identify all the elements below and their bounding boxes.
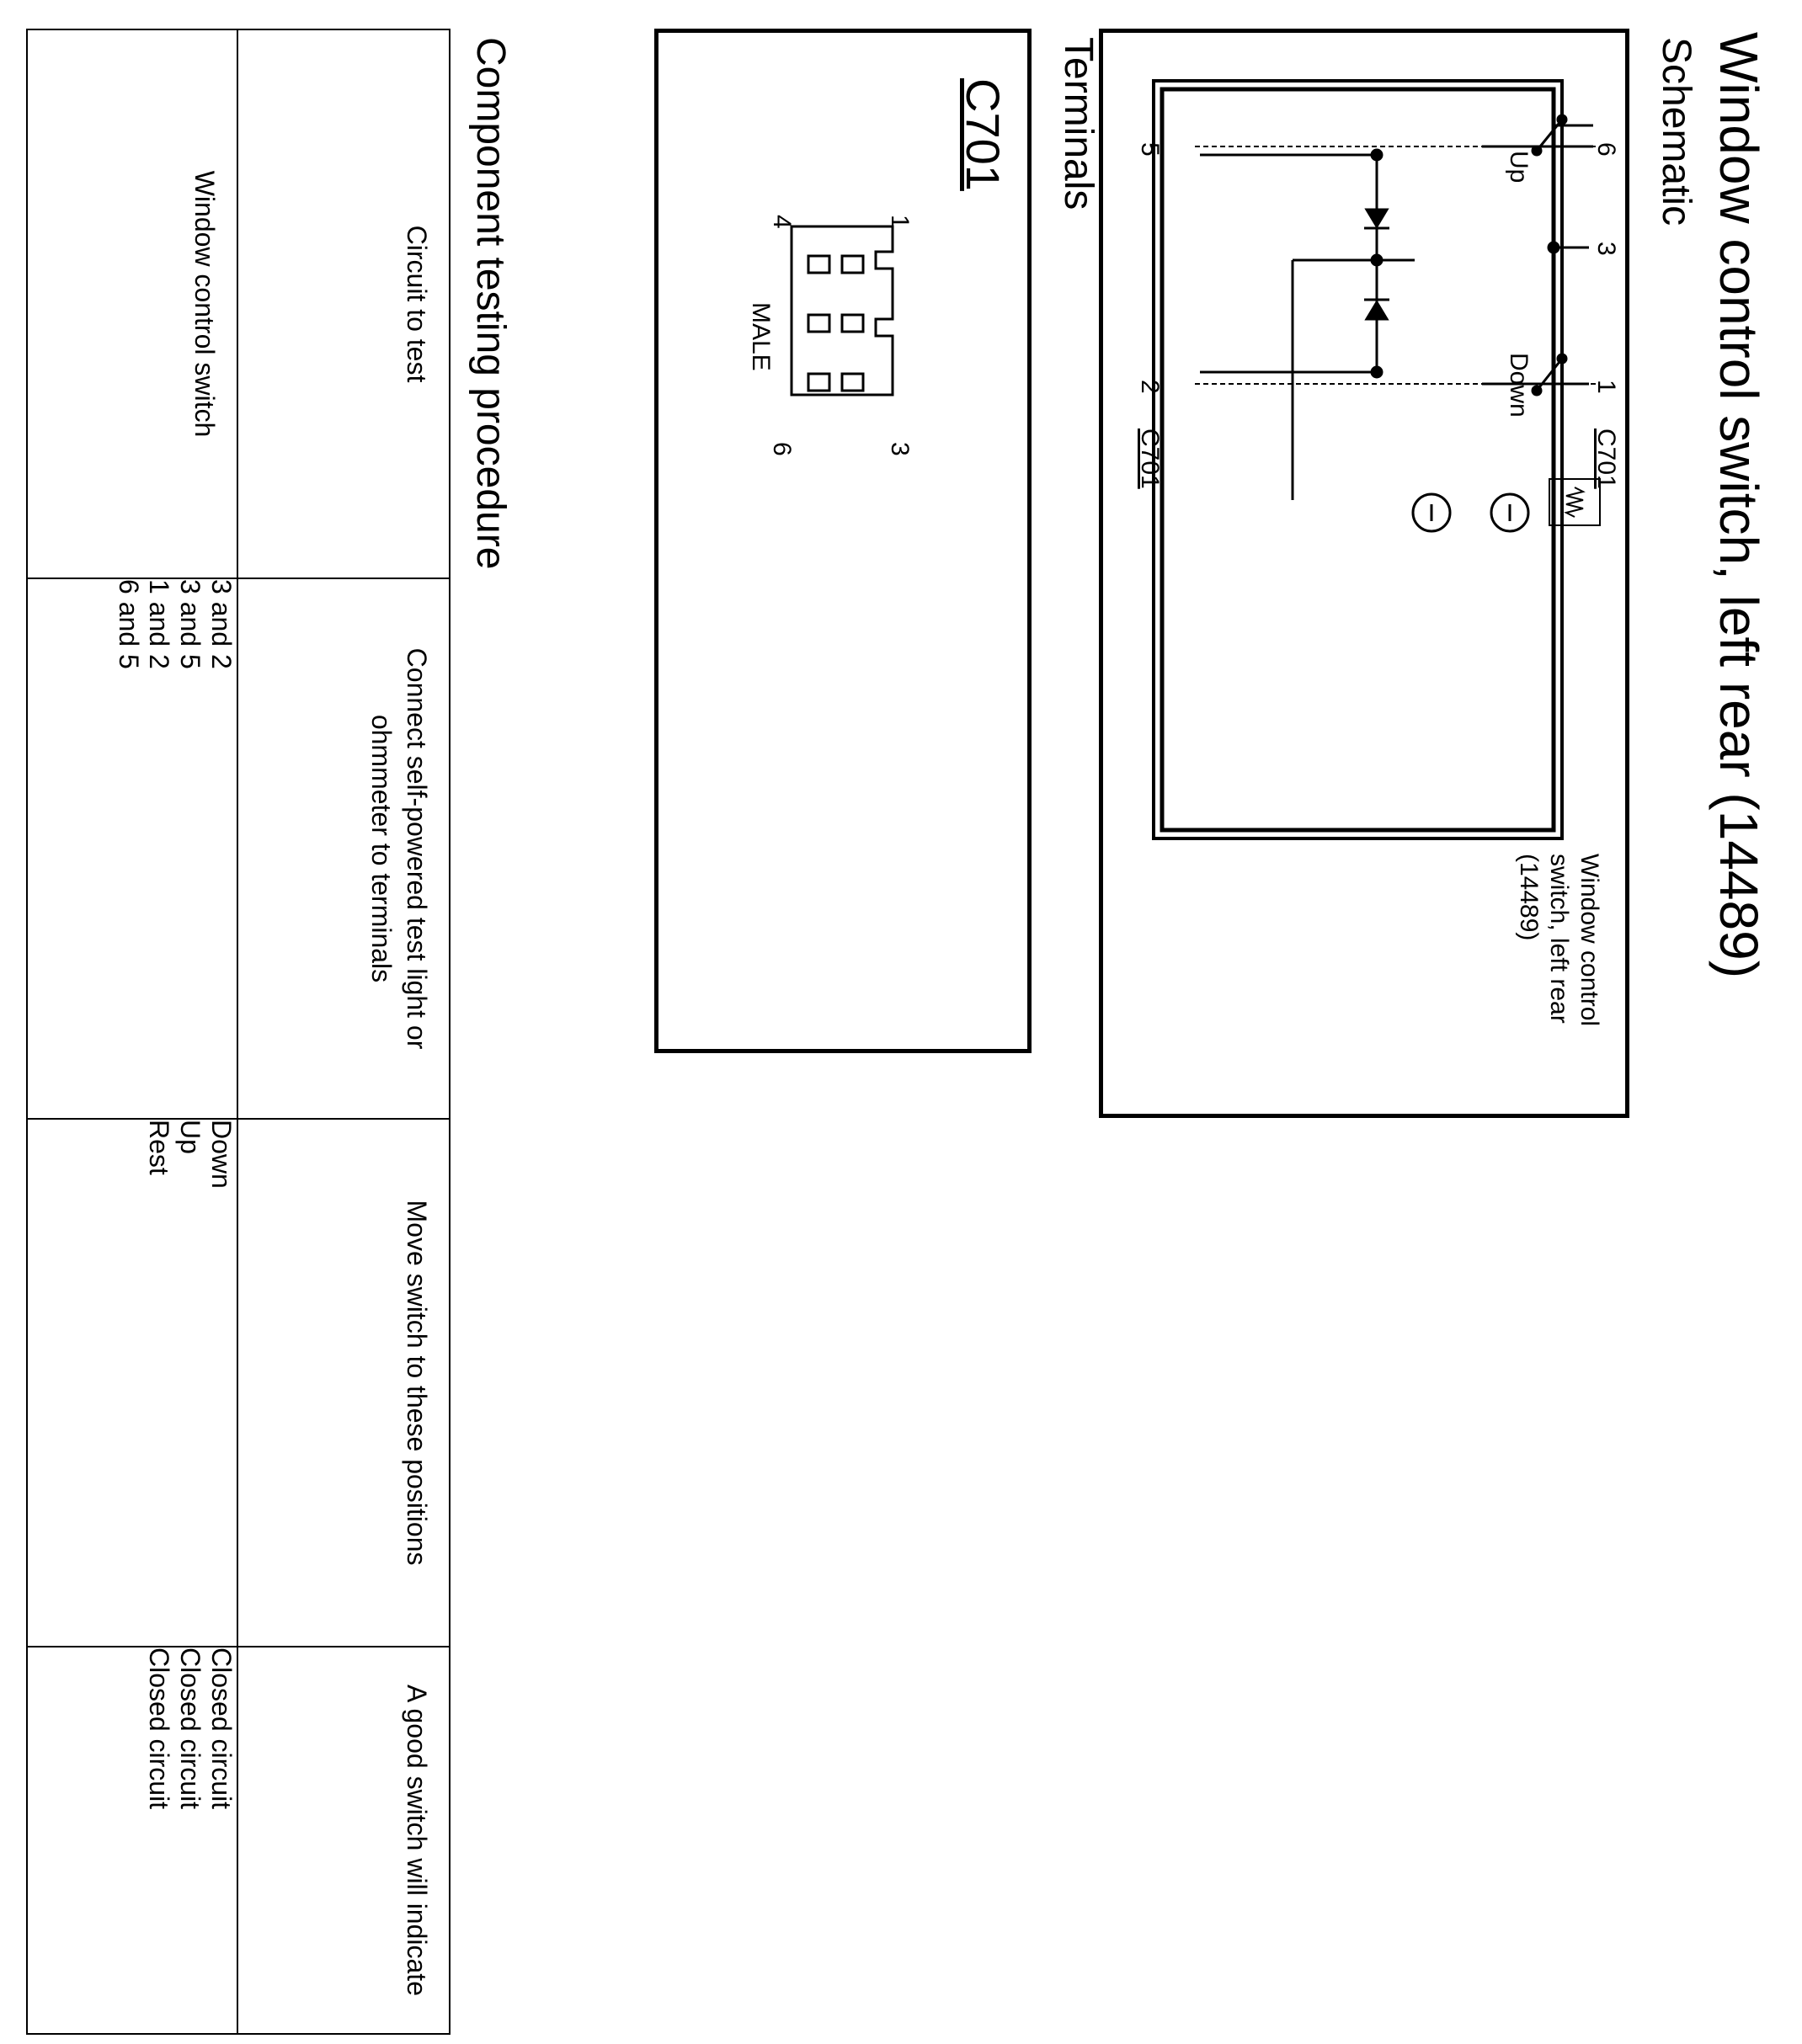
page-title: Window control switch, left rear (14489) bbox=[1709, 32, 1769, 978]
row-result: Closed circuit bbox=[144, 1647, 175, 1810]
row-terminals: 3 and 2 bbox=[206, 579, 237, 669]
procedure-table: Circuit to test Connect self-powered tes… bbox=[26, 29, 450, 2035]
switch-housing-outer bbox=[1152, 79, 1564, 840]
procedure-header-row: Circuit to test Connect self-powered tes… bbox=[237, 29, 450, 2034]
terminals-connector-label: C701 bbox=[957, 78, 1010, 191]
switch-housing-inner bbox=[1160, 87, 1556, 833]
schematic-heading: Schematic bbox=[1654, 37, 1698, 226]
diode-1 bbox=[1364, 208, 1389, 230]
row-result: Closed circuit bbox=[206, 1647, 237, 1810]
header-terminals: Connect self-powered test light or ohmme… bbox=[237, 578, 450, 1119]
connector-gender: MALE bbox=[747, 302, 775, 371]
result-cell: Closed circuit Closed circuit Closed cir… bbox=[27, 1647, 237, 2034]
diode-2 bbox=[1364, 298, 1389, 321]
resistor bbox=[1549, 478, 1601, 526]
schematic-box: 6 3 1 5 2 C701 C701 Up Down Window contr… bbox=[1099, 29, 1629, 1118]
connector-face bbox=[790, 225, 894, 397]
pin-3-label: 3 bbox=[886, 442, 914, 456]
result-subtable: Closed circuit Closed circuit Closed cir… bbox=[144, 1647, 237, 2033]
row-position: Down bbox=[206, 1120, 237, 1189]
switch-up-label: Up bbox=[1505, 151, 1533, 184]
position-subtable: Down Up Rest bbox=[144, 1120, 237, 1646]
indicator-lamp-1 bbox=[1490, 492, 1530, 533]
connector-label-top: C701 bbox=[1592, 428, 1620, 489]
row-terminals: 3 and 5 bbox=[175, 579, 206, 669]
row-result: Closed circuit bbox=[175, 1647, 206, 1810]
row-position: Rest bbox=[144, 1120, 175, 1175]
terminal-6-label: 6 bbox=[1592, 142, 1620, 157]
row-position: Up bbox=[175, 1120, 206, 1154]
indicator-lamp-2 bbox=[1411, 492, 1452, 533]
pin-4-label: 4 bbox=[768, 215, 796, 229]
switch-contacts bbox=[1370, 114, 1568, 397]
schematic-diagram bbox=[1152, 79, 1601, 840]
pin-6-label: 6 bbox=[768, 442, 796, 456]
procedure-heading: Component testing procedure bbox=[468, 37, 513, 570]
circuit-wires bbox=[1200, 124, 1593, 500]
component-caption-line: Window control bbox=[1575, 854, 1603, 1027]
terminals-cell: 3 and 2 3 and 5 1 and 2 6 and 5 bbox=[27, 578, 237, 1119]
header-result: A good switch will indicate bbox=[237, 1647, 450, 2034]
pin-1-label: 1 bbox=[886, 215, 914, 229]
header-circuit: Circuit to test bbox=[237, 29, 450, 578]
component-caption-line: switch, left rear bbox=[1545, 854, 1573, 1024]
component-cell: Window control switch bbox=[27, 29, 237, 578]
terminals-subtable: 3 and 2 3 and 5 1 and 2 6 and 5 bbox=[113, 579, 237, 1118]
terminal-5-label: 5 bbox=[1136, 142, 1164, 157]
component-caption: Window control switch, left rear (14489) bbox=[1513, 854, 1604, 1026]
terminal-1-label: 1 bbox=[1592, 380, 1620, 394]
terminal-2-label: 2 bbox=[1136, 380, 1164, 394]
component-caption-line: (14489) bbox=[1515, 854, 1543, 941]
terminals-heading: Terminals bbox=[1056, 37, 1101, 210]
terminal-3-label: 3 bbox=[1592, 242, 1620, 256]
header-position: Move switch to these positions bbox=[237, 1119, 450, 1647]
connector-label-bottom: C701 bbox=[1136, 428, 1164, 489]
table-row: Window control switch 3 and 2 3 and 5 1 … bbox=[27, 29, 237, 2034]
row-terminals: 1 and 2 bbox=[144, 579, 175, 669]
switch-down-label: Down bbox=[1505, 353, 1533, 418]
row-terminals: 6 and 5 bbox=[113, 579, 144, 669]
terminals-box: C701 1 3 4 6 MALE bbox=[654, 29, 1032, 1053]
position-cell: Down Up Rest bbox=[27, 1119, 237, 1647]
